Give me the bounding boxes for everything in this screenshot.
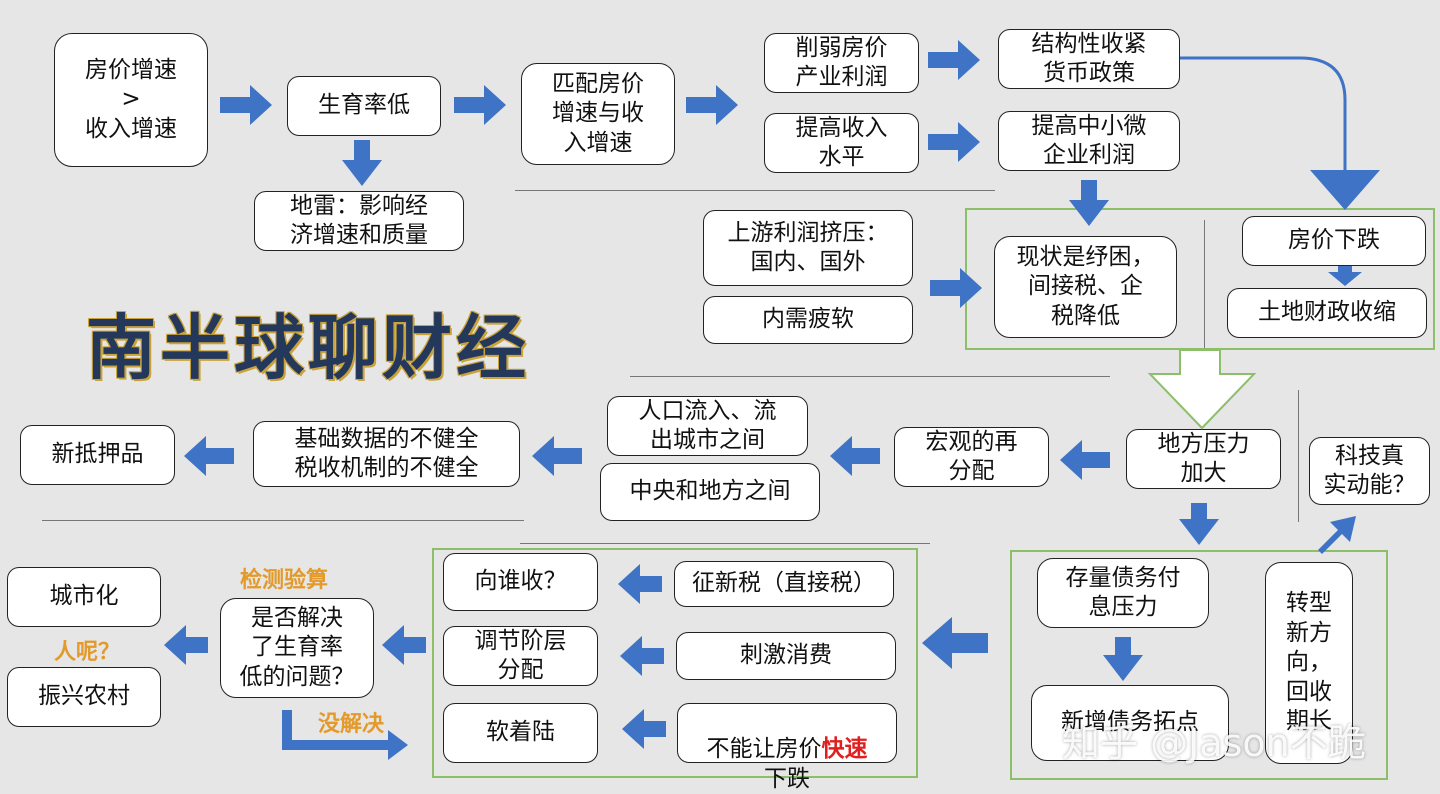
- big-down-arrow: [1310, 170, 1380, 210]
- check-label: 检测验算: [240, 568, 329, 593]
- population-flow-node: 人口流入、流 出城市之间: [607, 396, 808, 456]
- new-tax-node: 征新税（直接税）: [674, 561, 894, 607]
- raise-income-node: 提高收入 水平: [764, 113, 919, 173]
- macro-redistribute-node: 宏观的再 分配: [894, 427, 1049, 487]
- right-arrow: [686, 85, 738, 125]
- debt-interest-node: 存量债务付 息压力: [1037, 558, 1209, 628]
- debt-group: [1010, 550, 1388, 780]
- low-birth-node: 生育率低: [287, 76, 441, 136]
- landmine-node: 地雷：影响经 济增速和质量: [254, 191, 464, 251]
- page-title: 南半球聊财经: [86, 307, 530, 389]
- curve-connector: [1180, 56, 1347, 172]
- left-arrow: [184, 436, 234, 476]
- left-arrow: [830, 436, 880, 476]
- solve-birth-node: 是否解决 了生育率 低的问题？: [220, 598, 374, 698]
- big-down-arrow: [1322, 170, 1368, 210]
- urbanization-node: 城市化: [7, 567, 161, 627]
- separator-line: [630, 376, 1110, 377]
- separator-line: [42, 520, 524, 521]
- right-arrow: [454, 85, 506, 125]
- separator-line: [520, 543, 930, 544]
- unsolved-label: 没解决: [318, 712, 385, 737]
- left-arrow: [532, 436, 582, 476]
- soft-landing-node: 软着陆: [443, 703, 598, 763]
- diagonal-arrow: [1318, 516, 1356, 554]
- right-arrow: [928, 122, 980, 162]
- central-local-node: 中央和地方之间: [600, 463, 820, 521]
- no-fast-fall-highlight: 快速: [821, 736, 868, 763]
- upstream-node: 上游利润挤压： 国内、国外: [703, 210, 913, 286]
- basic-data-node: 基础数据的不健全 税收机制的不健全: [253, 421, 520, 487]
- left-arrow: [1060, 440, 1110, 480]
- no-fast-fall-text-end: 下跌: [764, 765, 810, 792]
- weaken-profit-node: 削弱房价 产业利润: [764, 33, 919, 93]
- status-node: 现状是纾困， 间接税、企 税降低: [994, 236, 1177, 338]
- structural-tight-node: 结构性收紧 货币政策: [998, 29, 1180, 89]
- no-fast-fall-text: 不能让房价: [706, 736, 822, 763]
- watermark: 知乎 @Jason不跪: [1062, 721, 1366, 765]
- no-fast-fall-node: 不能让房价快速 下跌: [677, 703, 897, 792]
- separator-line: [1298, 390, 1299, 522]
- left-arrow: [922, 617, 988, 669]
- rural-node: 振兴农村: [7, 667, 161, 727]
- left-arrow: [164, 625, 208, 665]
- tech-momentum-node: 科技真 实动能？: [1309, 437, 1430, 505]
- left-arrow: [382, 625, 426, 665]
- match-growth-node: 匹配房价 增速与收 入增速: [521, 63, 675, 165]
- house-vs-income-node: 房价增速 > 收入增速: [54, 33, 208, 167]
- policy-group: [432, 548, 918, 778]
- hollow-down-arrow: [1147, 349, 1257, 430]
- down-arrow: [342, 140, 382, 186]
- new-debt-limit-node: 新增债务拓点: [1031, 685, 1229, 761]
- new-collateral-node: 新抵押品: [20, 425, 175, 485]
- separator-line: [1204, 220, 1205, 350]
- right-arrow: [220, 85, 272, 125]
- people-label: 人呢？: [54, 640, 121, 665]
- land-finance-node: 土地财政收缩: [1227, 288, 1427, 338]
- down-arrow: [1179, 503, 1219, 545]
- separator-line: [515, 190, 995, 191]
- raise-sme-node: 提高中小微 企业利润: [998, 111, 1180, 171]
- adjust-class-node: 调节阶层 分配: [443, 626, 598, 686]
- transform-node: 转型 新方 向， 回收 期长: [1265, 562, 1353, 764]
- stimulate-node: 刺激消费: [676, 632, 896, 680]
- local-pressure-node: 地方压力 加大: [1126, 429, 1281, 489]
- weak-demand-node: 内需疲软: [703, 296, 913, 344]
- house-fall-node: 房价下跌: [1242, 216, 1426, 266]
- right-arrow: [928, 40, 980, 80]
- who-pays-node: 向谁收？: [443, 553, 598, 611]
